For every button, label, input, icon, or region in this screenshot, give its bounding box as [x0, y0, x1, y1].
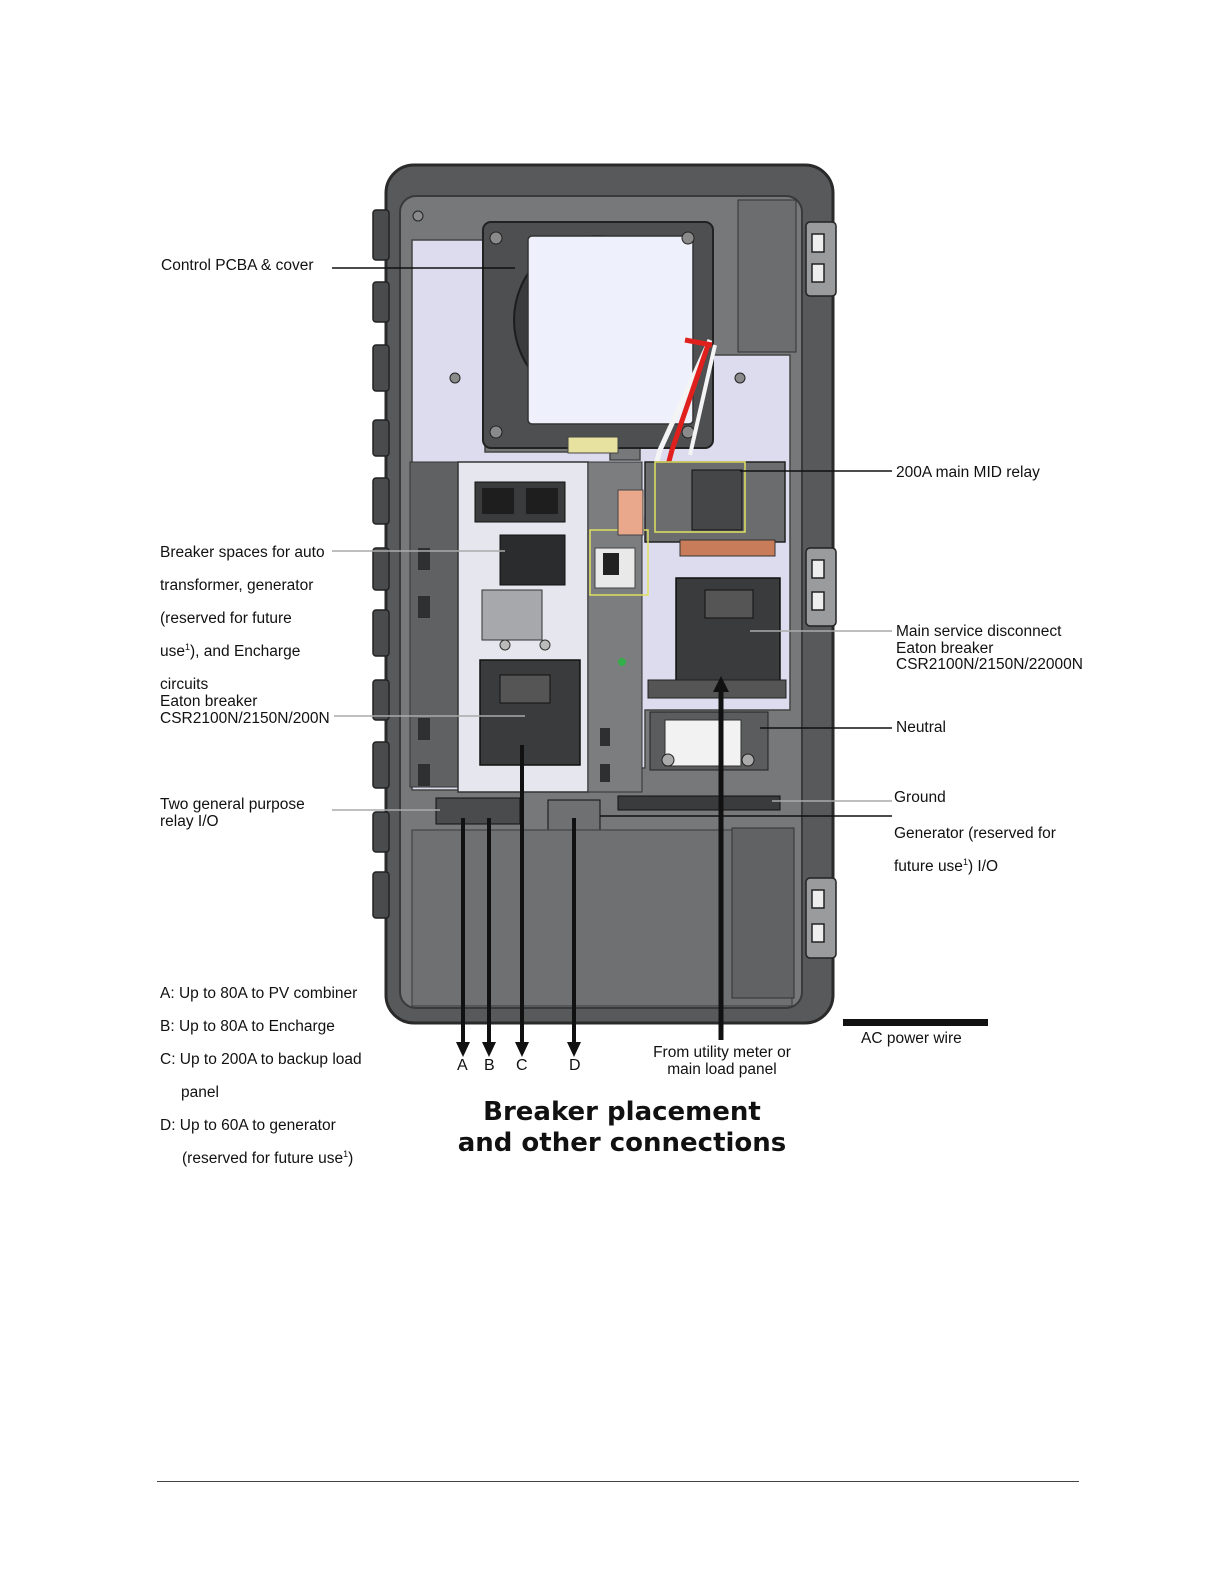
ac-power-wire-swatch — [843, 1019, 988, 1026]
legend-d-cont: (reserved for future use1) — [160, 1148, 362, 1168]
footer-rule — [157, 1481, 1079, 1482]
label-neutral: Neutral — [896, 719, 946, 736]
legend-c: C: Up to 200A to backup load — [160, 1050, 362, 1068]
footnote-marker: 1 — [185, 641, 191, 652]
breaker-spaces-line-2: transformer, generator — [160, 576, 314, 594]
footnote-marker: 1 — [343, 1148, 349, 1159]
white-wire-2 — [688, 344, 717, 456]
arrow-label-c: C — [516, 1057, 528, 1074]
generator-io-line-2: future use1) I/O — [894, 856, 1056, 876]
relay-io-terminals — [435, 797, 521, 825]
output-arrows — [456, 745, 581, 1057]
generator-io-line-1: Generator (reserved for — [894, 824, 1056, 842]
label-control-pcba: Control PCBA & cover — [161, 257, 314, 274]
arrow-label-b: B — [484, 1057, 495, 1074]
breaker-spaces-line-5: circuits — [160, 675, 209, 693]
legend-circuits: A: Up to 80A to PV combiner B: Up to 80A… — [160, 969, 362, 1184]
legend-d: D: Up to 60A to generator — [160, 1116, 336, 1134]
ground-bar — [617, 795, 781, 811]
breaker-spaces-line-4-text: use — [160, 642, 185, 660]
breaker-spaces-line-4-tail: ), and Encharge — [190, 642, 301, 660]
generator-io-line-2-text: future use — [894, 857, 963, 875]
leader-lines — [332, 267, 892, 817]
footnote-marker: 1 — [962, 856, 968, 867]
arrow-label-d: D — [569, 1057, 581, 1074]
right-latches — [805, 221, 837, 959]
label-generator-io: Generator (reserved for future use1) I/O — [894, 809, 1056, 892]
legend-b: B: Up to 80A to Encharge — [160, 1017, 335, 1035]
breaker-spaces-line-3: (reserved for future — [160, 609, 292, 627]
generator-io-line-2-tail: ) I/O — [967, 857, 999, 875]
figure-caption: Breaker placement and other connections — [457, 1097, 787, 1158]
label-eaton-breaker: Eaton breaker CSR2100N/2150N/200N — [160, 693, 330, 727]
label-ground: Ground — [894, 789, 946, 806]
label-mid-relay: 200A main MID relay — [896, 464, 1040, 481]
utility-arrow — [713, 676, 729, 1040]
breaker-spaces-block — [499, 534, 566, 586]
breaker-spaces-line-4: use1), and Encharge — [160, 641, 325, 661]
breaker-spaces-line-1: Breaker spaces for auto — [160, 543, 325, 561]
pcba-cover — [527, 235, 694, 425]
label-main-service: Main service disconnect Eaton breaker CS… — [896, 623, 1083, 673]
label-ac-power-wire: AC power wire — [861, 1030, 962, 1047]
legend-c-cont: panel — [181, 1083, 219, 1101]
label-breaker-spaces: Breaker spaces for auto transformer, gen… — [160, 528, 325, 710]
legend-d-cont-text: (reserved for future use — [182, 1149, 344, 1167]
left-hinges — [372, 209, 390, 919]
label-from-utility: From utility meter or main load panel — [653, 1044, 791, 1078]
legend-a: A: Up to 80A to PV combiner — [160, 984, 358, 1002]
label-relay-io: Two general purpose relay I/O — [160, 796, 305, 830]
legend-d-cont-tail: ) — [348, 1149, 354, 1167]
arrow-label-a: A — [457, 1057, 468, 1074]
red-wire-2 — [684, 337, 713, 348]
